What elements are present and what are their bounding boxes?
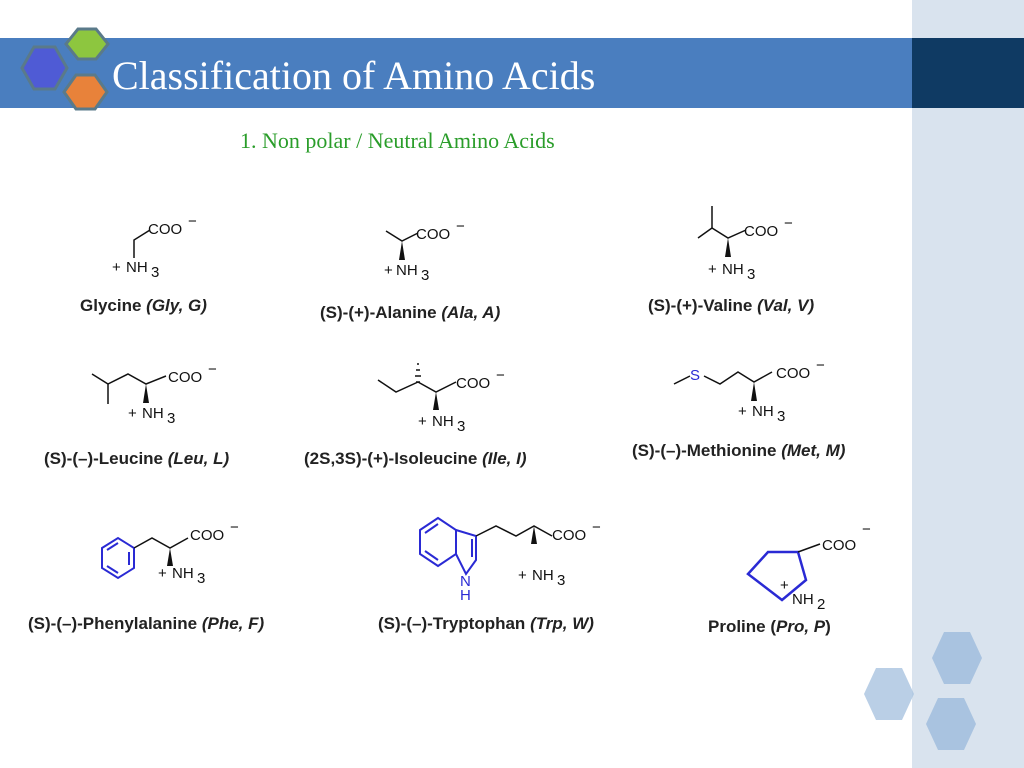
svg-text:NH: NH [792,591,814,608]
hexagon-logo-icon [20,27,110,111]
svg-text:+: + [708,261,717,278]
title-bar [0,38,912,108]
svg-text:3: 3 [421,267,429,284]
svg-text:COO: COO [168,369,202,386]
svg-text:NH: NH [432,413,454,430]
amino-acid-name-glycine: Glycine (Gly, G) [80,296,207,315]
svg-text:+: + [128,405,137,422]
svg-text:−: − [784,215,793,232]
svg-text:−: − [816,357,825,374]
amino-acid-name-phenylalanine: (S)-(–)-Phenylalanine (Phe, F) [28,614,265,633]
svg-text:NH: NH [126,259,148,276]
svg-text:−: − [496,367,505,384]
orange-hexagon [62,73,109,111]
svg-text:NH: NH [722,261,744,278]
amino-acid-name-proline: Proline (Pro, P) [708,617,831,636]
blue-hexagon [20,45,69,91]
valine-structure: COO − + NH 3 [690,202,820,284]
svg-text:COO: COO [190,527,224,544]
alanine-structure: COO − + NH 3 [370,215,490,287]
svg-text:NH: NH [752,403,774,420]
methionine-structure: S COO − + NH 3 [668,357,838,430]
svg-text:COO: COO [552,527,586,544]
svg-text:−: − [188,213,197,230]
amino-acid-name-isoleucine: (2S,3S)-(+)-Isoleucine (Ile, I) [304,449,527,468]
svg-text:NH: NH [172,565,194,582]
isoleucine-structure: COO − + NH 3 [372,352,512,435]
svg-text:3: 3 [557,572,565,589]
svg-text:3: 3 [777,408,785,425]
svg-text:NH: NH [532,567,554,584]
svg-text:−: − [208,361,217,378]
svg-text:−: − [230,519,239,536]
svg-text:COO: COO [456,375,490,392]
decorative-hexagons-icon [864,632,982,750]
svg-text:−: − [456,218,465,235]
svg-text:+: + [518,567,527,584]
svg-text:+: + [780,577,789,594]
svg-text:+: + [384,262,393,279]
svg-text:COO: COO [148,221,182,238]
svg-text:+: + [738,403,747,420]
svg-text:COO: COO [822,537,856,554]
svg-text:2: 2 [817,596,825,613]
slide-subtitle: 1. Non polar / Neutral Amino Acids [240,128,555,153]
svg-text:N: N [460,573,471,590]
svg-text:3: 3 [197,570,205,587]
svg-text:COO: COO [776,365,810,382]
svg-text:+: + [158,565,167,582]
svg-text:−: − [592,519,601,536]
svg-text:3: 3 [457,418,465,435]
svg-text:S: S [690,367,700,384]
svg-text:H: H [460,587,471,604]
slide-title: Classification of Amino Acids [112,53,596,98]
amino-acid-name-valine: (S)-(+)-Valine (Val, V) [648,296,815,315]
leucine-structure: COO − + NH 3 [88,361,228,434]
svg-text:−: − [862,521,871,538]
amino-acid-name-tryptophan: (S)-(–)-Tryptophan (Trp, W) [378,614,594,633]
title-block [912,38,1024,108]
glycine-structure: COO − + NH 3 [100,210,220,282]
svg-text:3: 3 [167,410,175,427]
svg-text:+: + [418,413,427,430]
green-hexagon [64,27,110,61]
svg-text:+: + [112,259,121,276]
amino-acid-name-leucine: (S)-(–)-Leucine (Leu, L) [44,449,230,468]
svg-text:3: 3 [151,264,159,281]
amino-acid-name-methionine: (S)-(–)-Methionine (Met, M) [632,441,846,460]
amino-acid-name-alanine: (S)-(+)-Alanine (Ala, A) [320,303,501,322]
svg-text:COO: COO [416,226,450,243]
svg-text:3: 3 [747,266,755,283]
proline-structure: COO − + NH 2 [740,521,880,613]
tryptophan-structure: N H COO − + NH 3 [414,508,614,604]
svg-text:NH: NH [142,405,164,422]
phenylalanine-structure: COO − + NH 3 [88,518,258,594]
svg-text:NH: NH [396,262,418,279]
svg-text:COO: COO [744,223,778,240]
